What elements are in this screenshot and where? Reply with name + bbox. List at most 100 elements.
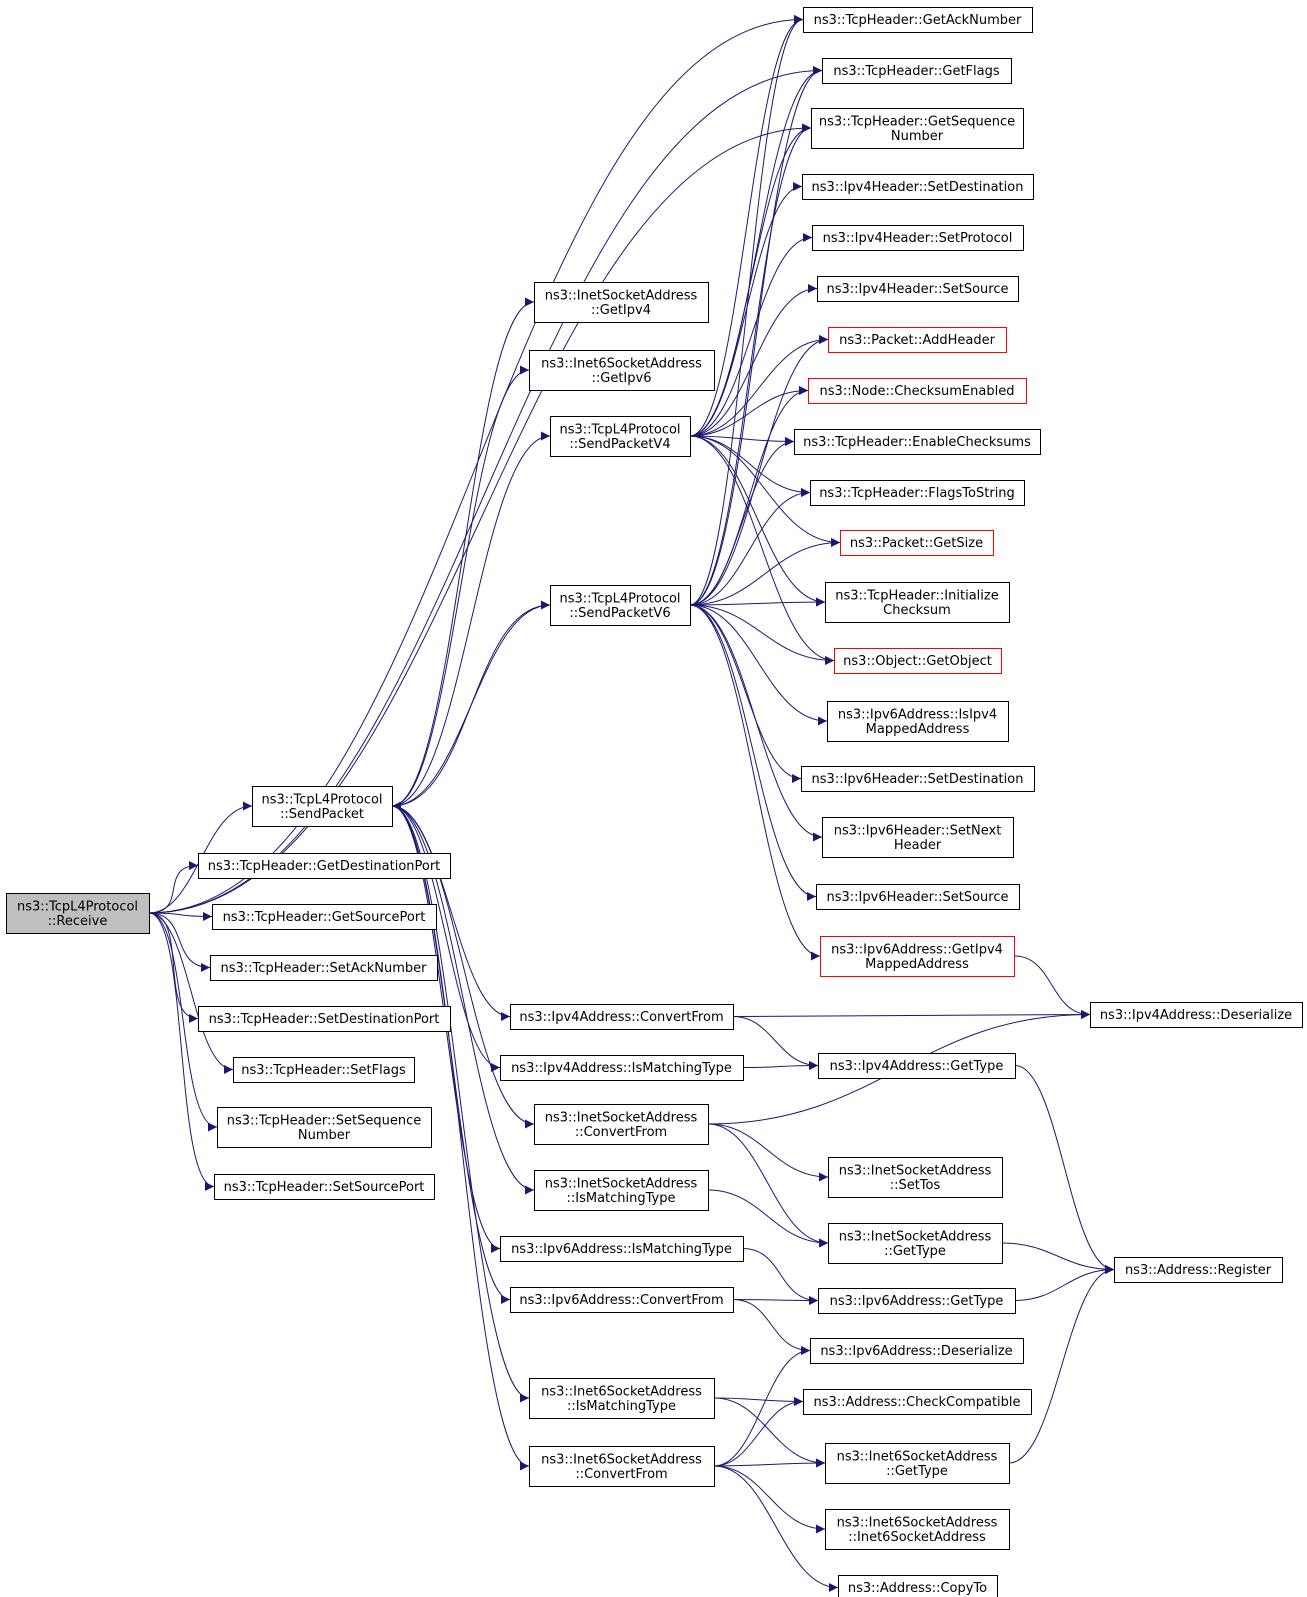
function-node-copyto[interactable]: ns3::Address::CopyTo <box>838 1575 998 1597</box>
function-node-addheader[interactable]: ns3::Packet::AddHeader <box>828 327 1007 353</box>
node-label: ::GetIpv6 <box>592 371 652 386</box>
node-label: ns3::Ipv4Address::ConvertFrom <box>519 1010 723 1025</box>
node-box <box>803 1389 1032 1415</box>
function-node-ipv6-gettype[interactable]: ns3::Ipv6Address::GetType <box>818 1288 1016 1314</box>
node-label: ns3::Ipv4Header::SetSource <box>827 282 1009 297</box>
function-node-getsourceport[interactable]: ns3::TcpHeader::GetSourcePort <box>212 904 437 930</box>
call-edge-ipv6-ismatch-to-ipv6-gettype <box>742 1248 819 1305</box>
function-node-checkcompatible[interactable]: ns3::Address::CheckCompatible <box>803 1389 1032 1415</box>
node-box <box>808 378 1027 404</box>
node-box <box>550 585 691 626</box>
function-node-inet6-ismatch[interactable]: ns3::Inet6SocketAddress::IsMatchingType <box>529 1378 715 1419</box>
function-node-setflags[interactable]: ns3::TcpHeader::SetFlags <box>233 1057 415 1083</box>
node-label: ns3::Inet6SocketAddress <box>837 1449 998 1464</box>
call-edge-receive-to-setseqnum <box>148 912 218 1132</box>
function-node-inet-getipv4[interactable]: ns3::InetSocketAddress::GetIpv4 <box>534 282 709 323</box>
function-node-inet-convert[interactable]: ns3::InetSocketAddress::ConvertFrom <box>534 1104 709 1145</box>
call-edge-sendv6-to-getflags <box>689 66 823 606</box>
call-edge-receive-to-getflags <box>148 66 823 914</box>
function-node-flagstostring[interactable]: ns3::TcpHeader::FlagsToString <box>810 480 1025 506</box>
call-edge-sendv4-to-getsize <box>689 435 841 547</box>
function-node-inet6-getipv6[interactable]: ns3::Inet6SocketAddress::GetIpv6 <box>529 350 715 391</box>
function-node-enablechecksums[interactable]: ns3::TcpHeader::EnableChecksums <box>794 429 1041 455</box>
function-node-address-register[interactable]: ns3::Address::Register <box>1114 1257 1283 1283</box>
function-node-ipv4-convert[interactable]: ns3::Ipv4Address::ConvertFrom <box>510 1004 734 1030</box>
call-edge-sendpacket-to-inet6-convert <box>391 805 530 1471</box>
function-node-ipv4h-setdest[interactable]: ns3::Ipv4Header::SetDestination <box>802 174 1034 200</box>
node-label: ns3::TcpHeader::GetAckNumber <box>814 13 1022 28</box>
function-node-ipv6-convert[interactable]: ns3::Ipv6Address::ConvertFrom <box>510 1287 734 1313</box>
function-node-ipv4-gettype[interactable]: ns3::Ipv4Address::GetType <box>818 1053 1016 1079</box>
function-node-inet-settos[interactable]: ns3::InetSocketAddress::SetTos <box>828 1157 1003 1198</box>
function-node-ipv6h-setsrc[interactable]: ns3::Ipv6Header::SetSource <box>816 884 1020 910</box>
function-node-inet-gettype[interactable]: ns3::InetSocketAddress::GetType <box>828 1223 1003 1264</box>
node-label: ns3::TcpL4Protocol <box>559 422 680 437</box>
function-node-inet6-ctor[interactable]: ns3::Inet6SocketAddress::Inet6SocketAddr… <box>825 1509 1010 1550</box>
function-node-ipv4-deserialize[interactable]: ns3::Ipv4Address::Deserialize <box>1090 1002 1303 1028</box>
function-node-getsize[interactable]: ns3::Packet::GetSize <box>840 530 994 556</box>
node-label: ns3::TcpL4Protocol <box>559 591 680 606</box>
call-edge-sendv6-to-flagstostring <box>689 488 811 606</box>
function-node-inet-ismatch[interactable]: ns3::InetSocketAddress::IsMatchingType <box>534 1170 709 1211</box>
node-box <box>214 1174 435 1200</box>
node-label: ::GetIpv4 <box>591 303 651 318</box>
node-box <box>820 936 1015 977</box>
node-label: ns3::TcpHeader::SetFlags <box>241 1063 406 1078</box>
function-node-setsourceport[interactable]: ns3::TcpHeader::SetSourcePort <box>214 1174 435 1200</box>
node-box <box>529 1446 715 1487</box>
node-label: ::Receive <box>48 914 108 929</box>
call-edge-sendv4-to-addheader <box>689 335 829 437</box>
function-node-getflags[interactable]: ns3::TcpHeader::GetFlags <box>822 58 1012 84</box>
call-edge-sendv4-to-checksumenabled <box>689 386 809 437</box>
function-node-inet6-gettype[interactable]: ns3::Inet6SocketAddress::GetType <box>825 1443 1010 1484</box>
call-edge-ipv4-convert-to-ipv4-gettype <box>732 1016 819 1070</box>
function-node-sendpacket[interactable]: ns3::TcpL4Protocol::SendPacket <box>252 786 393 827</box>
function-node-getdestport[interactable]: ns3::TcpHeader::GetDestinationPort <box>198 853 451 879</box>
call-edge-sendv4-to-flagstostring <box>689 435 811 497</box>
function-node-setdestport[interactable]: ns3::TcpHeader::SetDestinationPort <box>198 1006 451 1032</box>
node-box <box>529 350 715 391</box>
function-node-getobject[interactable]: ns3::Object::GetObject <box>834 648 1002 674</box>
node-box <box>210 955 438 981</box>
node-label: ns3::TcpHeader::GetFlags <box>833 64 1000 79</box>
call-edge-sendv6-to-ipv6h-setdest <box>689 604 802 783</box>
function-node-ipv4h-setproto[interactable]: ns3::Ipv4Header::SetProtocol <box>812 225 1024 251</box>
call-edge-sendpacket-to-inet-getipv4 <box>391 297 535 807</box>
node-label: ns3::Inet6SocketAddress <box>541 356 702 371</box>
call-edge-sendpacket-to-inet-convert <box>391 805 535 1129</box>
node-box <box>198 853 451 879</box>
function-node-ipv4h-setsrc[interactable]: ns3::Ipv4Header::SetSource <box>817 276 1019 302</box>
node-label: ns3::Ipv4Address::IsMatchingType <box>511 1061 732 1076</box>
function-node-receive[interactable]: ns3::TcpL4Protocol::Receive <box>6 893 150 934</box>
call-edge-ipv4-convert-to-ipv4-deserialize <box>732 1010 1091 1020</box>
call-edge-sendpacket-to-sendv4 <box>391 431 551 807</box>
function-node-sendv6[interactable]: ns3::TcpL4Protocol::SendPacketV6 <box>550 585 691 626</box>
function-node-setacknumber[interactable]: ns3::TcpHeader::SetAckNumber <box>210 955 438 981</box>
node-label: ns3::TcpL4Protocol <box>261 792 382 807</box>
call-edge-sendv4-to-initchecksum <box>689 435 826 607</box>
node-label: MappedAddress <box>865 957 969 972</box>
node-label: ns3::TcpHeader::SetSequence <box>227 1113 422 1128</box>
node-box <box>794 429 1041 455</box>
function-node-ipv6h-setdest[interactable]: ns3::Ipv6Header::SetDestination <box>801 766 1035 792</box>
node-label: ns3::TcpHeader::Initialize <box>835 588 998 603</box>
function-node-ipv4-ismatch[interactable]: ns3::Ipv4Address::IsMatchingType <box>500 1055 744 1081</box>
node-box <box>534 1104 709 1145</box>
call-edge-ipv4-gettype-to-address-register <box>1014 1065 1115 1274</box>
function-node-checksumenabled[interactable]: ns3::Node::ChecksumEnabled <box>808 378 1027 404</box>
node-label: ns3::Ipv6Header::SetNext <box>834 823 1002 838</box>
node-box <box>810 1338 1024 1364</box>
function-node-sendv4[interactable]: ns3::TcpL4Protocol::SendPacketV4 <box>550 416 691 457</box>
call-edge-inet6-convert-to-ipv6-deserialize <box>713 1346 811 1467</box>
function-node-inet6-convert[interactable]: ns3::Inet6SocketAddress::ConvertFrom <box>529 1446 715 1487</box>
function-node-ipv6-deserialize[interactable]: ns3::Ipv6Address::Deserialize <box>810 1338 1024 1364</box>
function-node-ipv6-ismatch[interactable]: ns3::Ipv6Address::IsMatchingType <box>500 1236 744 1262</box>
node-box <box>810 480 1025 506</box>
function-node-getacknumber[interactable]: ns3::TcpHeader::GetAckNumber <box>803 7 1033 33</box>
